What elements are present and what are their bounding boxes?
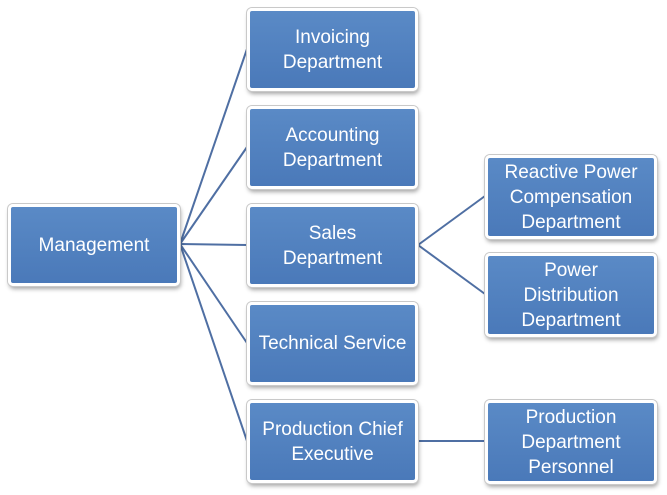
connector-management-accounting [179, 146, 248, 245]
node-production-chief-executive: Production Chief Executive [247, 400, 418, 483]
connector-management-sales [179, 243, 248, 246]
connector-sales-power-distribution [417, 244, 486, 295]
connector-management-technical [179, 243, 248, 344]
node-production-chief-executive-label: Production Chief Executive [262, 418, 403, 465]
connector-management-invoicing [179, 48, 248, 245]
node-accounting-department-label: Accounting Department [282, 124, 383, 171]
node-reactive-power-compensation-department: Reactive Power Compensation Department [485, 155, 657, 239]
node-production-department-personnel-label: Production Department Personnel [521, 406, 621, 478]
node-technical-service: Technical Service [247, 302, 418, 385]
node-management: Management [8, 204, 180, 286]
node-technical-service-label: Technical Service [258, 333, 407, 354]
node-invoicing-department-label: Invoicing Department [282, 26, 383, 73]
node-invoicing-department: Invoicing Department [247, 8, 418, 91]
node-sales-department-label: Sales Department [282, 222, 383, 269]
connector-sales-reactive-power [417, 195, 486, 246]
node-sales-department: Sales Department [247, 204, 418, 287]
node-accounting-department: Accounting Department [247, 106, 418, 189]
node-production-department-personnel: Production Department Personnel [485, 400, 657, 484]
connector-management-production-chief [179, 243, 248, 442]
node-reactive-power-compensation-department-label: Reactive Power Compensation Department [504, 161, 638, 233]
node-management-label: Management [38, 234, 150, 256]
node-power-distribution-department-label: Power Distribution Department [521, 259, 621, 331]
node-power-distribution-department: Power Distribution Department [485, 253, 657, 337]
